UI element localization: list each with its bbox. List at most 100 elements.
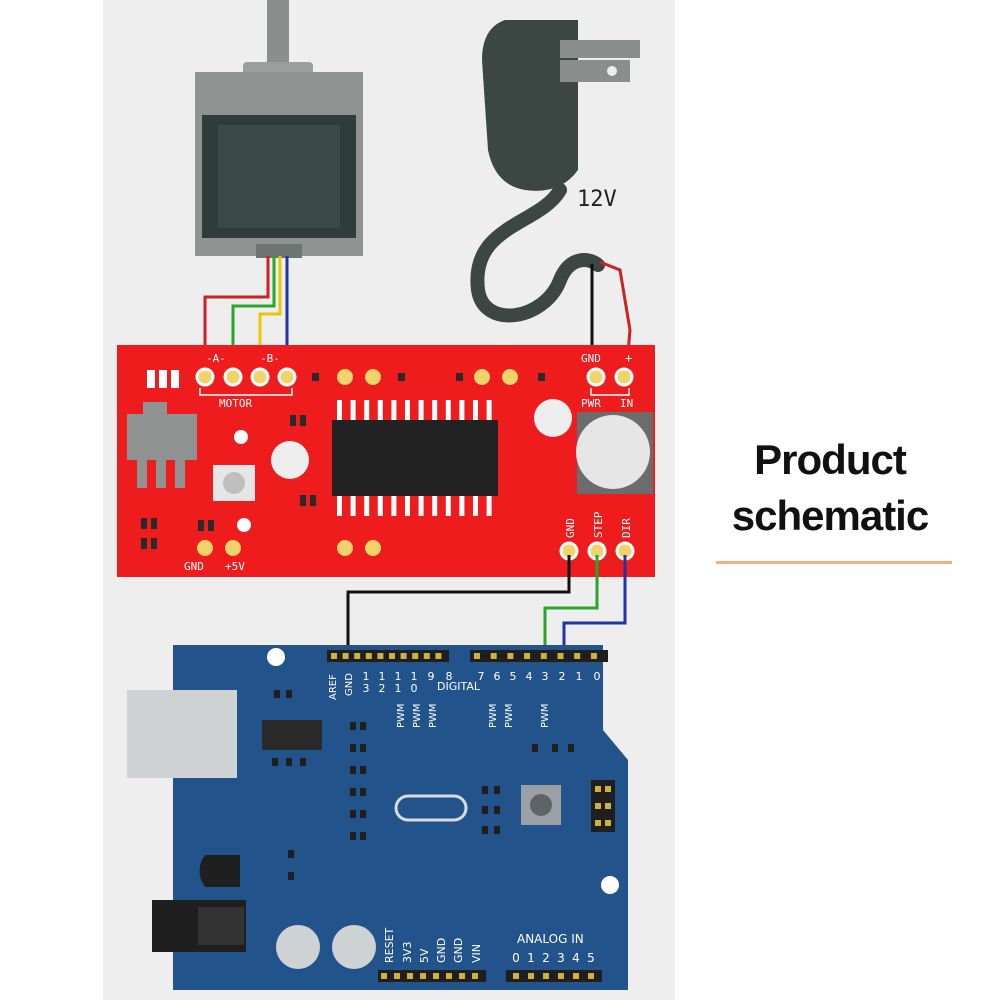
stepper-motor bbox=[195, 0, 363, 258]
driver-mounting-hole-1 bbox=[271, 441, 309, 479]
motor-face-inner bbox=[218, 125, 340, 228]
analog-pin-number: 0 bbox=[512, 951, 520, 965]
digital-pin-number: 1 bbox=[395, 670, 402, 683]
header-pin bbox=[472, 973, 478, 979]
digital-pin-number: 4 bbox=[526, 670, 533, 683]
product-heading-line-1: Product bbox=[754, 436, 907, 483]
analog-pin-number: 2 bbox=[542, 951, 550, 965]
label-control-dir: DIR bbox=[620, 518, 633, 538]
pwm-label: PWM bbox=[412, 703, 423, 728]
label-power-plus: + bbox=[625, 351, 632, 365]
heading-underline bbox=[716, 561, 952, 564]
pad-logic-5v bbox=[225, 540, 241, 556]
header-pin bbox=[574, 653, 581, 659]
arduino-label-digital: DIGITAL bbox=[437, 680, 481, 693]
arduino-capacitor-2 bbox=[332, 925, 376, 969]
header-pin bbox=[590, 653, 597, 659]
arduino-regulator bbox=[199, 855, 240, 887]
header-pin bbox=[490, 653, 497, 659]
driver-regulator-body bbox=[127, 414, 197, 460]
driver-led-2 bbox=[237, 518, 251, 532]
header-pin bbox=[446, 973, 452, 979]
label-motor-a: -A- bbox=[206, 352, 226, 365]
pad-power-plus bbox=[614, 367, 634, 387]
wire-control-step-green bbox=[543, 555, 599, 660]
label-power-pwr: PWR bbox=[581, 397, 601, 410]
header-pin bbox=[528, 973, 534, 979]
label-motor-group: MOTOR bbox=[219, 397, 252, 410]
chip-pin bbox=[418, 400, 424, 420]
digital-pin-number: 7 bbox=[478, 670, 485, 683]
arduino-label-aref: AREF bbox=[328, 674, 339, 700]
label-control-step: STEP bbox=[592, 511, 605, 538]
pwm-label: PWM bbox=[540, 703, 551, 728]
label-motor-b: -B- bbox=[260, 352, 280, 365]
label-logic-gnd: GND bbox=[184, 560, 204, 573]
digital-pin-number: 8 bbox=[446, 670, 453, 683]
product-heading-line-2: schematic bbox=[731, 492, 929, 539]
digital-pin-number: 0 bbox=[411, 682, 418, 695]
digital-pin-number: 5 bbox=[510, 670, 517, 683]
arduino-smd-parts bbox=[272, 690, 574, 880]
header-pin bbox=[377, 653, 384, 659]
header-pin bbox=[524, 653, 531, 659]
chip-pin bbox=[459, 496, 465, 516]
chip-pin bbox=[418, 496, 424, 516]
header-pin bbox=[557, 653, 564, 659]
wire-control-gnd-black bbox=[346, 555, 571, 660]
pad-motor-b1 bbox=[250, 367, 270, 387]
driver-marking-1 bbox=[147, 370, 155, 388]
chip-pin bbox=[445, 400, 451, 420]
product-heading: Product schematic bbox=[700, 432, 960, 544]
header-pin bbox=[407, 973, 413, 979]
header-pin bbox=[558, 973, 564, 979]
arduino-dc-jack-inner bbox=[198, 907, 244, 945]
analog-header-strip bbox=[506, 970, 602, 982]
driver-regulator-tab bbox=[143, 402, 167, 416]
pwm-label: PWM bbox=[504, 703, 515, 728]
chip-pin bbox=[486, 496, 492, 516]
pad-motor-b2 bbox=[277, 367, 297, 387]
digital-pin-number: 1 bbox=[395, 682, 402, 695]
pad-logic-gnd bbox=[197, 540, 213, 556]
adapter-cable bbox=[470, 183, 605, 323]
control-wires bbox=[346, 555, 627, 660]
header-pin bbox=[365, 653, 372, 659]
digital-pin-number: 1 bbox=[379, 670, 386, 683]
motor-group-bracket bbox=[199, 388, 293, 396]
digital-pin-number: 6 bbox=[494, 670, 501, 683]
chip-pin bbox=[350, 400, 356, 420]
power-label: 5V bbox=[418, 948, 431, 963]
adapter-plug-prong-top bbox=[560, 40, 640, 58]
arduino-analog-header bbox=[506, 970, 602, 982]
digital-pin-number: 9 bbox=[428, 670, 435, 683]
power-label: GND bbox=[435, 938, 448, 963]
chip-pin bbox=[391, 400, 397, 420]
arduino-usb-port bbox=[127, 690, 237, 778]
power-label: 3V3 bbox=[401, 941, 414, 963]
header-pin bbox=[513, 973, 519, 979]
chip-pin bbox=[350, 496, 356, 516]
adapter-voltage-label: 12V bbox=[577, 187, 617, 212]
driver-control-header: GND STEP DIR bbox=[559, 511, 635, 561]
driver-extra-pads-top bbox=[337, 369, 518, 556]
header-pin bbox=[331, 653, 337, 659]
digital-pin-number: 3 bbox=[363, 682, 370, 695]
header-pin bbox=[433, 973, 439, 979]
header-pin bbox=[435, 653, 442, 659]
arduino-digital-header bbox=[327, 650, 608, 662]
driver-power-header: GND + PWR IN bbox=[581, 351, 634, 410]
arduino-crystal bbox=[394, 794, 468, 822]
chip-pin bbox=[432, 496, 438, 516]
wire-motor-a2-green bbox=[231, 256, 276, 376]
chip-pin bbox=[486, 400, 492, 420]
header-pin bbox=[342, 653, 349, 659]
power-adapter: 12V bbox=[470, 20, 640, 323]
analog-pin-number: 3 bbox=[557, 951, 565, 965]
digital-pin-number: 0 bbox=[594, 670, 601, 683]
label-logic-5v: +5V bbox=[225, 560, 245, 573]
arduino-reset-button bbox=[530, 794, 552, 816]
